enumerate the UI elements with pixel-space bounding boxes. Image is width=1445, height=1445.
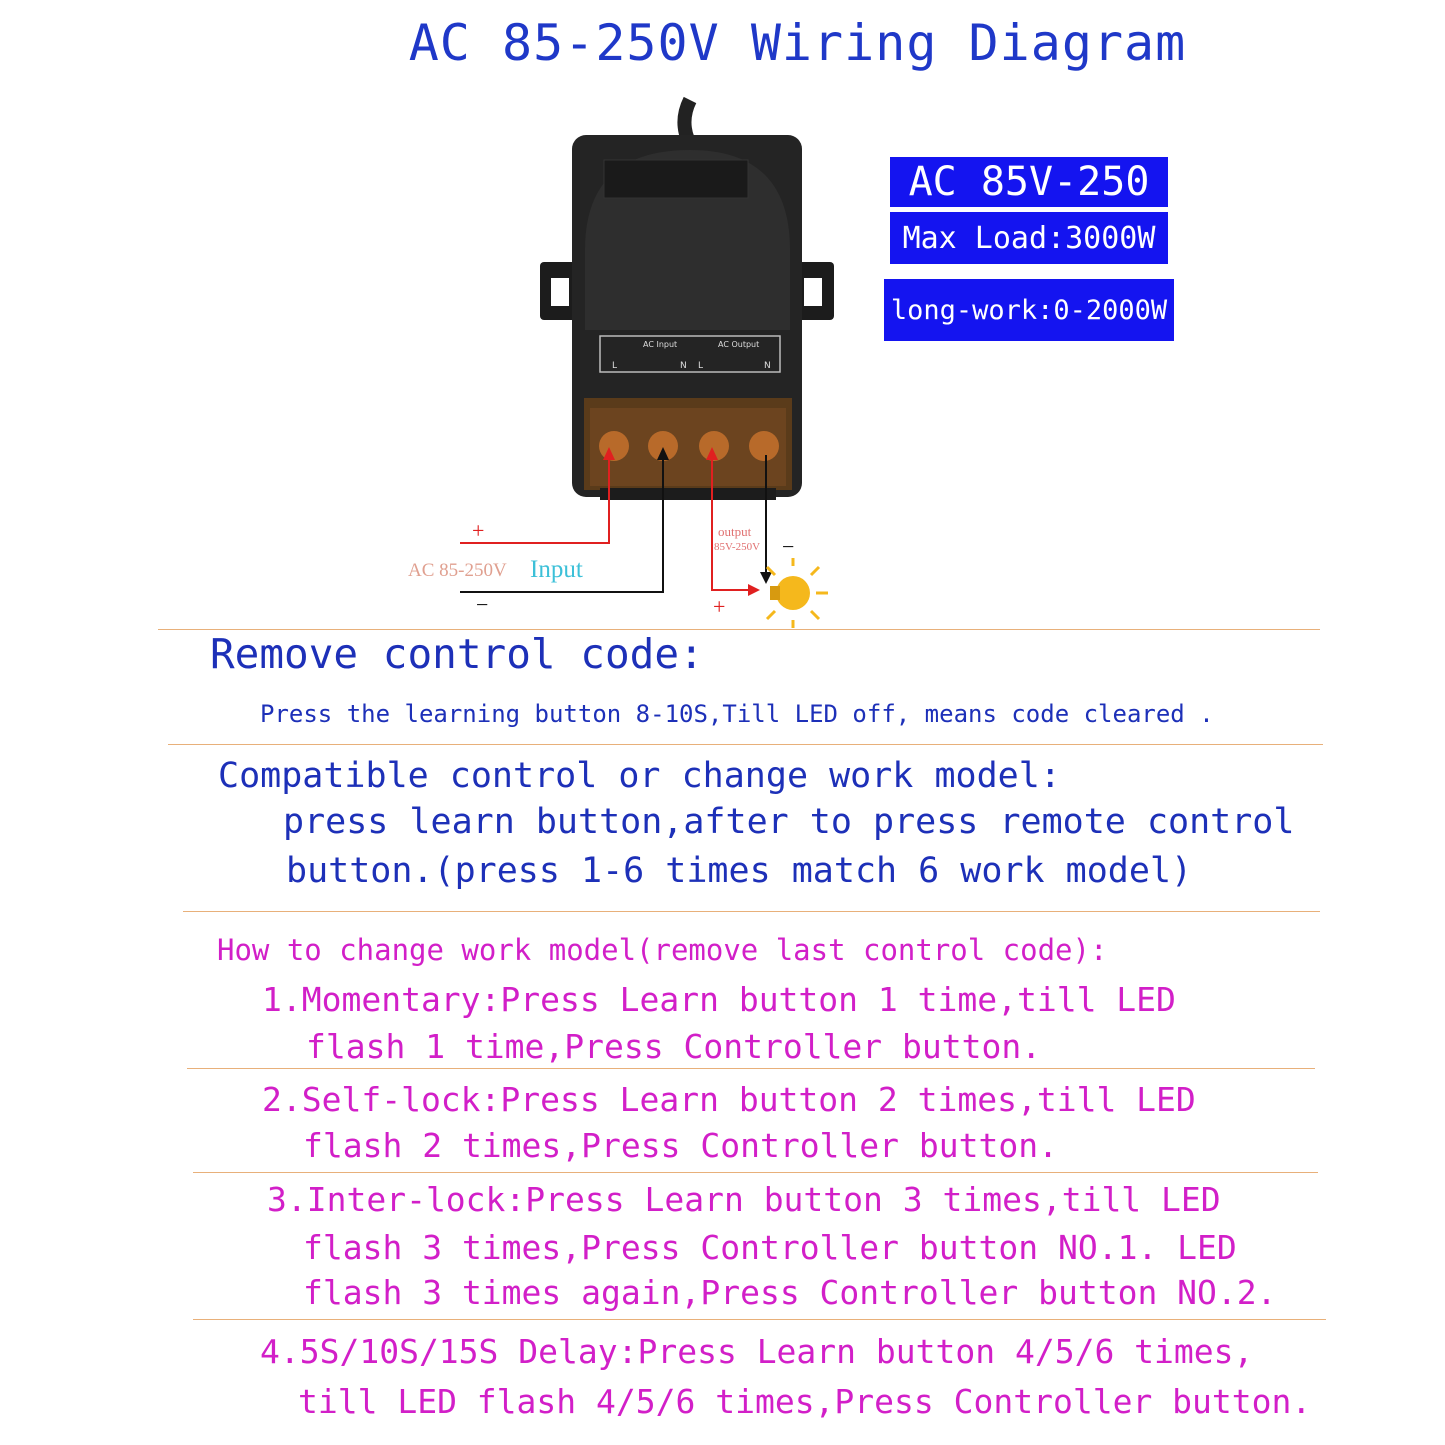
spec-long-work-badge: long-work:0-2000W	[884, 279, 1174, 341]
mode-item-line: 4.5S/10S/15S Delay:Press Learn button 4/…	[260, 1332, 1254, 1371]
terminal-letter: L	[698, 361, 703, 371]
mode-item-line: till LED flash 4/5/6 times,Press Control…	[298, 1382, 1312, 1421]
terminal-output-label: AC Output	[718, 340, 759, 349]
divider	[193, 1172, 1318, 1173]
antenna-icon	[677, 96, 697, 143]
output-plus-sign: +	[713, 594, 726, 619]
wiring-diagram: AC Input AC Output L N L N	[460, 96, 834, 628]
terminal-letter: N	[680, 361, 687, 371]
input-plus-sign: +	[472, 518, 485, 543]
output-live-wire	[706, 447, 760, 596]
compatible-line: press learn button,after to press remote…	[283, 802, 1295, 842]
mode-item-line: 1.Momentary:Press Learn button 1 time,ti…	[262, 980, 1176, 1019]
compatible-heading: Compatible control or change work model:	[218, 756, 1061, 796]
divider	[183, 911, 1320, 912]
divider	[187, 1068, 1315, 1069]
input-neutral-wire	[460, 447, 669, 593]
remove-code-heading: Remove control code:	[210, 630, 704, 678]
divider	[168, 744, 1323, 745]
compatible-line: button.(press 1-6 times match 6 work mod…	[286, 851, 1193, 891]
remove-code-text: Press the learning button 8-10S,Till LED…	[260, 700, 1214, 728]
mode-item-line: flash 2 times,Press Controller button.	[303, 1126, 1058, 1165]
page-title: AC 85-250V Wiring Diagram	[408, 14, 1187, 72]
divider	[193, 1319, 1326, 1320]
mode-item-line: 2.Self-lock:Press Learn button 2 times,t…	[262, 1080, 1196, 1119]
change-model-heading: How to change work model(remove last con…	[217, 933, 1108, 967]
input-label: Input	[530, 556, 583, 583]
input-minus-sign: −	[476, 592, 489, 617]
divider	[158, 629, 1320, 630]
terminal-letter: L	[612, 361, 617, 371]
output-minus-sign: −	[782, 534, 795, 559]
mode-item-line: 3.Inter-lock:Press Learn button 3 times,…	[267, 1180, 1221, 1219]
input-voltage-label: AC 85-250V	[408, 560, 507, 581]
mode-item-line: flash 3 times,Press Controller button NO…	[303, 1228, 1237, 1267]
terminal-letter: N	[764, 361, 771, 371]
output-neutral-wire	[760, 455, 772, 584]
spec-max-load-badge: Max Load:3000W	[890, 212, 1168, 264]
input-live-wire	[460, 447, 615, 544]
light-bulb-icon	[765, 558, 828, 628]
output-label: output	[718, 524, 752, 539]
relay-module-icon	[540, 135, 834, 500]
output-voltage-label: 85V-250V	[714, 541, 761, 553]
mode-item-line: flash 3 times again,Press Controller but…	[303, 1273, 1277, 1312]
mode-item-line: flash 1 time,Press Controller button.	[306, 1027, 1042, 1066]
terminal-input-label: AC Input	[643, 340, 677, 349]
spec-voltage-badge: AC 85V-250	[890, 157, 1168, 207]
